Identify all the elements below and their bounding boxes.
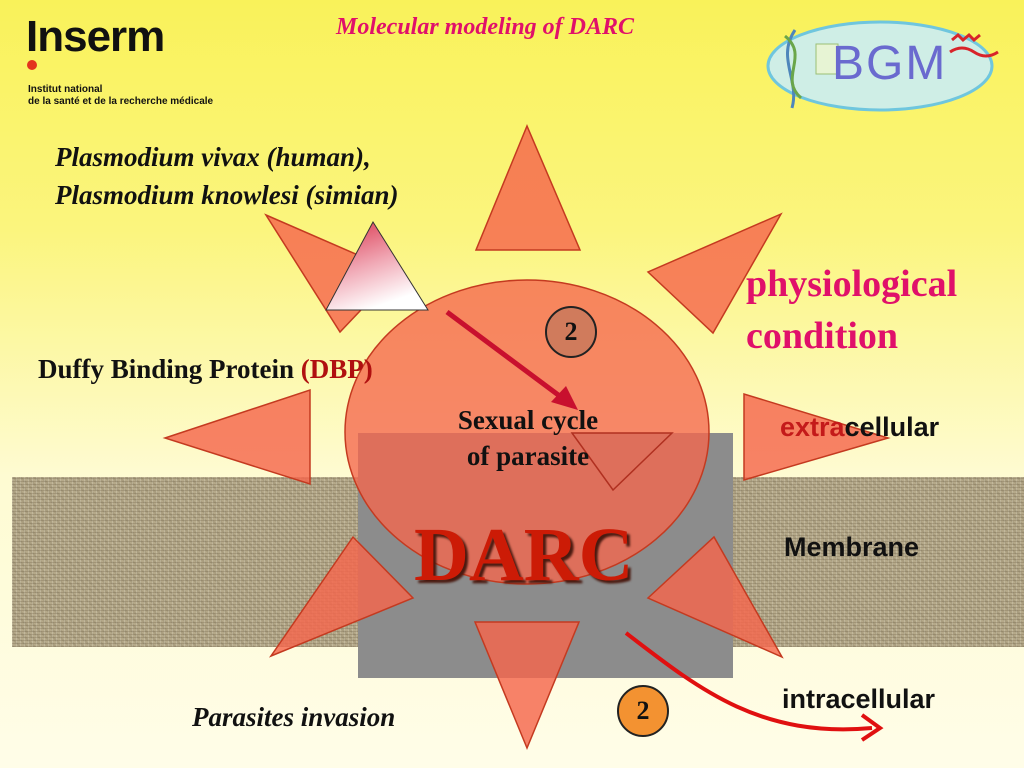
dbp-triangle-icon — [325, 221, 429, 311]
sun-body — [344, 279, 710, 585]
sun-ray-lower-left — [268, 535, 415, 658]
dbp-arrow — [445, 309, 563, 400]
sexual-cycle-label: Sexual cycle of parasite — [436, 402, 620, 474]
slide-title: Molecular modeling of DARC — [336, 14, 635, 40]
physiological-condition-label: physiological condition — [746, 258, 957, 362]
parasites-invasion-label: Parasites invasion — [192, 702, 396, 732]
condition-line-1: physiological — [746, 263, 958, 305]
invasion-arrow — [624, 631, 873, 732]
sexual-cycle-line-2: of parasite — [466, 441, 590, 471]
step-badge-bottom: 2 — [617, 685, 669, 737]
inserm-logo: Inserm — [26, 12, 165, 61]
sexual-cycle-line-1: Sexual cycle — [457, 405, 599, 435]
invasion-arrow-head — [860, 713, 884, 742]
dbp-abbr: (DBP) — [300, 354, 373, 384]
sun-ray-right — [743, 392, 891, 481]
bgm-logo-text: BGM — [832, 37, 948, 90]
inner-triangle — [570, 432, 674, 492]
darc-label: DARC — [414, 513, 634, 597]
species-line-2: Plasmodium knowlesi (simian) — [55, 180, 399, 210]
intracellular-label: intracellular — [782, 684, 936, 714]
step-badge-top: 2 — [545, 306, 597, 358]
bgm-logo — [766, 20, 999, 112]
condition-line-2: condition — [746, 315, 899, 357]
dbp-arrow-head — [551, 386, 578, 410]
inserm-logo-subtitle: Institut national de la santé et de la r… — [28, 84, 213, 108]
inserm-subtitle-line1: Institut national — [28, 84, 103, 95]
sun-ray-top — [474, 124, 582, 251]
species-line-1: Plasmodium vivax (human), — [55, 142, 371, 172]
extracellular-suffix: cellular — [844, 412, 940, 442]
sun-ray-left — [162, 388, 311, 486]
extracellular-label: extracellular — [780, 412, 939, 443]
dbp-label-text: Duffy Binding Protein — [38, 354, 295, 384]
species-label: Plasmodium vivax (human), Plasmodium kno… — [55, 138, 399, 214]
extracellular-prefix: extra — [780, 412, 845, 442]
inserm-subtitle-line2: de la santé et de la recherche médicale — [28, 96, 214, 107]
sun-ray-bottom — [473, 621, 581, 750]
sun-ray-upper-right — [646, 212, 783, 335]
sun-ray-lower-right — [646, 535, 784, 659]
membrane-label: Membrane — [784, 532, 920, 562]
dbp-label: Duffy Binding Protein (DBP) — [38, 354, 373, 385]
inserm-logo-dot — [27, 60, 37, 70]
